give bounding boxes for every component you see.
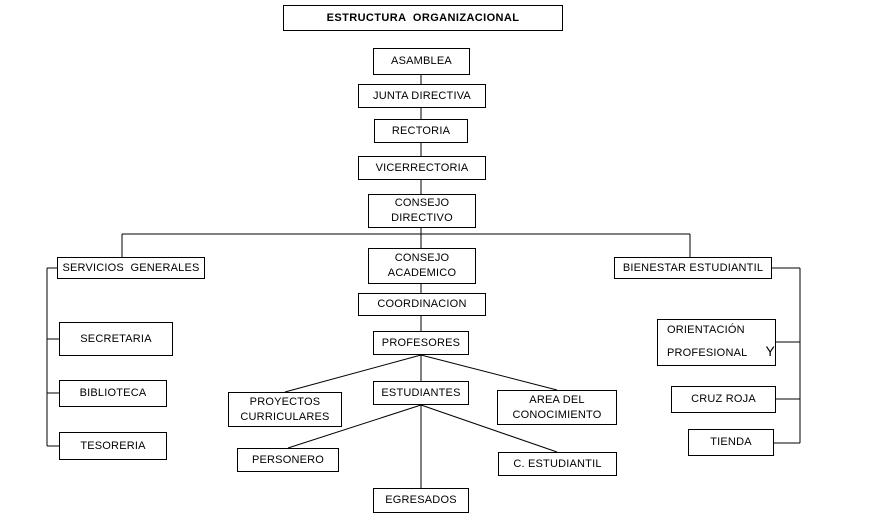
node-label: JUNTA DIRECTIVA <box>373 89 471 102</box>
node-label: ORIENTACIÓN <box>667 324 745 337</box>
node-label: VICERRECTORIA <box>375 161 469 174</box>
node-label: EGRESADOS <box>385 494 457 507</box>
node-consejo-directivo: CONSEJO DIRECTIVO <box>368 194 476 228</box>
node-personero: PERSONERO <box>237 448 339 472</box>
node-label: C. ESTUDIANTIL <box>513 457 602 470</box>
chart-title-label: ESTRUCTURA ORGANIZACIONAL <box>326 11 520 24</box>
node-label: SECRETARIA <box>80 332 152 345</box>
chart-title: ESTRUCTURA ORGANIZACIONAL <box>283 5 563 31</box>
node-rectoria: RECTORIA <box>374 119 468 143</box>
node-area-del-conocimiento: AREA DEL CONOCIMIENTO <box>497 390 617 425</box>
node-label: CONOCIMIENTO <box>512 408 602 421</box>
node-label: TIENDA <box>710 436 752 449</box>
node-asamblea: ASAMBLEA <box>373 48 470 75</box>
node-label: Y <box>765 342 775 359</box>
node-label: CONSEJO <box>394 197 450 210</box>
node-coordinacion: COORDINACION <box>358 293 486 316</box>
node-bienestar-estudiantil: BIENESTAR ESTUDIANTIL <box>614 257 772 279</box>
node-servicios-generales: SERVICIOS GENERALES <box>57 257 205 279</box>
node-cruz-roja: CRUZ ROJA <box>671 386 776 413</box>
node-label: BIBLIOTECA <box>79 387 147 400</box>
node-tienda: TIENDA <box>688 429 774 456</box>
node-biblioteca: BIBLIOTECA <box>59 380 167 407</box>
node-label: SERVICIOS GENERALES <box>62 261 200 274</box>
node-label: PROYECTOS <box>249 395 321 408</box>
node-label: ASAMBLEA <box>391 55 452 68</box>
node-orientacion-profesional: ORIENTACIÓN PROFESIONAL Y <box>657 319 776 366</box>
node-label: BIENESTAR ESTUDIANTIL <box>622 261 764 274</box>
node-junta-directiva: JUNTA DIRECTIVA <box>358 84 486 108</box>
node-c-estudiantil: C. ESTUDIANTIL <box>498 452 617 476</box>
node-label: CONSEJO <box>394 252 450 265</box>
node-profesores: PROFESORES <box>373 331 469 355</box>
node-secretaria: SECRETARIA <box>59 322 173 356</box>
node-label: CRUZ ROJA <box>691 393 756 406</box>
node-egresados: EGRESADOS <box>373 488 469 513</box>
node-tesoreria: TESORERIA <box>59 432 167 460</box>
node-label: ESTUDIANTES <box>381 386 461 399</box>
node-label-row: PROFESIONAL Y <box>667 340 775 364</box>
node-label: AREA DEL <box>529 393 585 406</box>
node-proyectos-curriculares: PROYECTOS CURRICULARES <box>228 392 342 427</box>
node-label: PERSONERO <box>251 453 325 466</box>
node-label: PROFESIONAL <box>667 346 748 359</box>
node-estudiantes: ESTUDIANTES <box>373 381 469 405</box>
node-label: ACADEMICO <box>387 267 457 279</box>
node-label: RECTORIA <box>391 124 451 137</box>
node-consejo-academico: CONSEJO ACADEMICO <box>368 248 476 284</box>
node-label: PROFESORES <box>381 336 461 349</box>
node-label: TESORERIA <box>80 439 146 452</box>
node-label: CURRICULARES <box>240 410 330 423</box>
node-label: COORDINACION <box>377 298 467 311</box>
node-vicerrectoria: VICERRECTORIA <box>358 156 486 180</box>
node-label: DIRECTIVO <box>391 212 453 224</box>
